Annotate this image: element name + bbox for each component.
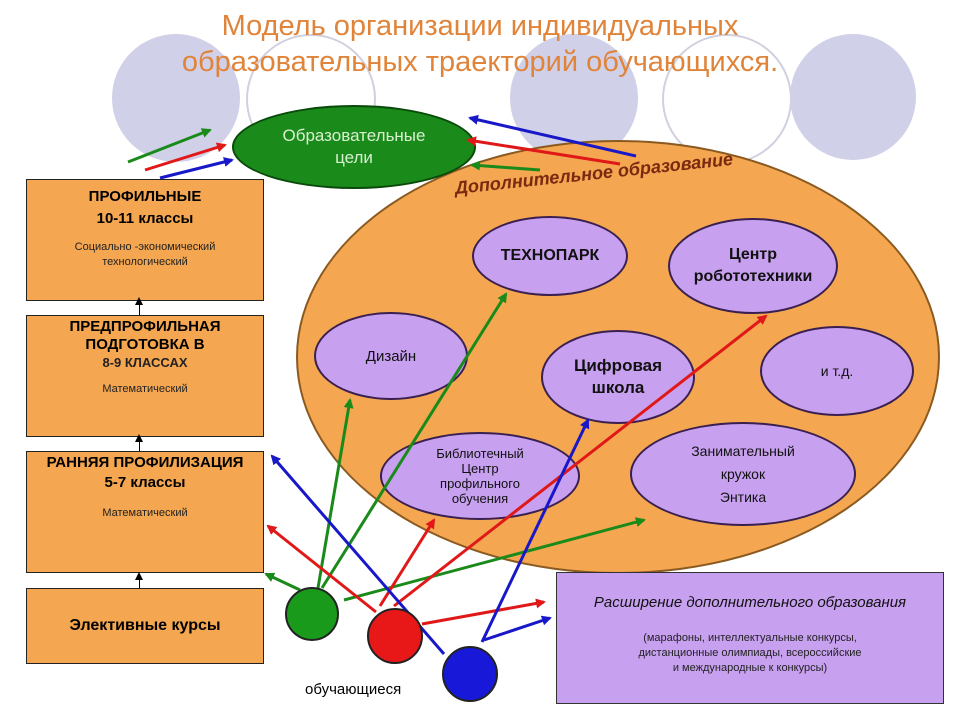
node-entertaining-club: Занимательный кружок Энтика xyxy=(630,422,856,526)
arrow-red-expansion xyxy=(421,598,546,626)
arrow-green-design xyxy=(316,398,354,589)
decor-circle-1 xyxy=(112,34,240,162)
arrow-blue-goal-left xyxy=(159,157,234,180)
students-label: обучающиеся xyxy=(305,681,402,698)
arrow-red-goal-left xyxy=(144,142,227,172)
box-early-profiling: РАННЯЯ ПРОФИЛИЗАЦИЯ 5-7 классы Математич… xyxy=(26,451,264,573)
node-robotics-center: Центр робототехники xyxy=(668,218,838,314)
arrow-blue-expansion xyxy=(483,615,552,642)
node-digital-school: Цифровая школа xyxy=(541,330,695,424)
arrow-red-robotics xyxy=(393,314,768,608)
arrow-red-goal-right xyxy=(466,136,621,166)
arrow-up-1-line xyxy=(139,305,140,315)
arrow-up-1 xyxy=(135,297,143,305)
page-title: Модель организации индивидуальных образо… xyxy=(181,10,779,78)
arrow-green-goal-right xyxy=(470,160,541,172)
arrow-up-3 xyxy=(135,572,143,580)
node-design: Дизайн xyxy=(314,312,468,400)
expansion-box: Расширение дополнительного образования (… xyxy=(556,572,944,704)
node-technopark: ТЕХНОПАРК xyxy=(472,216,628,296)
student-circle-blue xyxy=(442,646,498,702)
decor-circle-5 xyxy=(790,34,916,160)
arrow-up-3-line xyxy=(139,580,140,588)
arrow-blue-digital xyxy=(480,418,590,643)
box-elective-courses: Элективные курсы xyxy=(26,588,264,664)
arrow-red-early xyxy=(266,524,377,614)
box-preprofile-training: ПРЕДПРОФИЛЬНАЯ ПОДГОТОВКА В 8-9 КЛАССАХ … xyxy=(26,315,264,437)
arrow-green-early xyxy=(264,572,301,592)
student-circle-red xyxy=(367,608,423,664)
arrow-red-library xyxy=(378,518,436,607)
student-circle-green xyxy=(285,587,339,641)
arrow-green-goal-left xyxy=(127,128,212,164)
box-profile-classes: ПРОФИЛЬНЫЕ 10-11 классы Социально -эконо… xyxy=(26,179,264,301)
arrow-blue-goal-right xyxy=(468,114,637,158)
arrow-up-2-line xyxy=(139,442,140,451)
node-etc: и т.д. xyxy=(760,326,914,416)
arrow-up-2 xyxy=(135,434,143,442)
arrow-green-technopark xyxy=(320,292,508,589)
arrow-green-club xyxy=(343,517,646,602)
